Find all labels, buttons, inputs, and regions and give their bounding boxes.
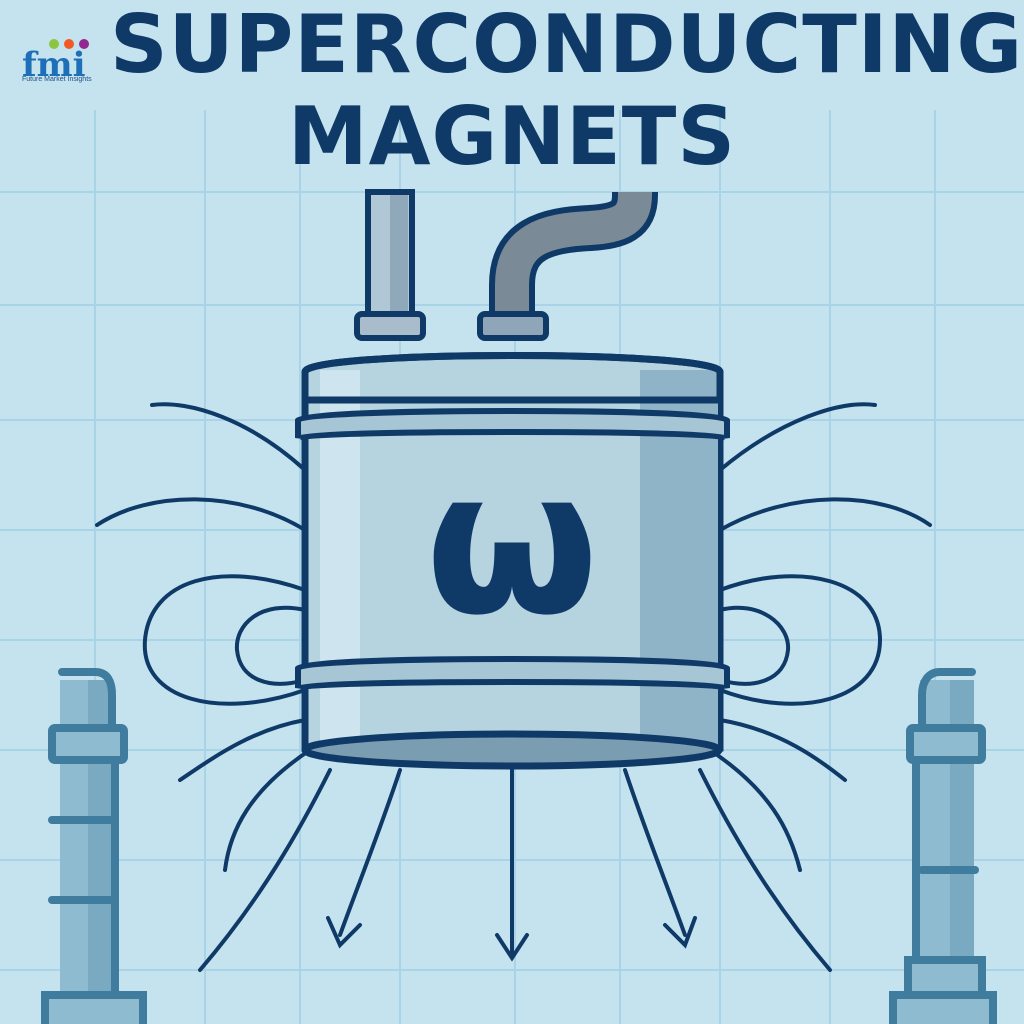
title-line-1: SUPERCONDUCTING	[110, 0, 1024, 91]
svg-text:fmi: fmi	[22, 45, 86, 80]
bent-pipe	[477, 172, 658, 341]
magnetic-field-lines	[95, 402, 932, 972]
cryostat-tank	[295, 352, 730, 770]
logo-caption: Future Market Insights	[22, 76, 92, 83]
title-line-2: MAGNETS	[288, 90, 736, 183]
fmi-logo: fmi	[22, 36, 102, 86]
arrow-icon	[326, 916, 697, 962]
straight-pipe	[354, 189, 426, 341]
right-pillar	[889, 668, 997, 1024]
omega-symbol: ω	[425, 427, 599, 660]
left-pillar	[41, 668, 147, 1024]
